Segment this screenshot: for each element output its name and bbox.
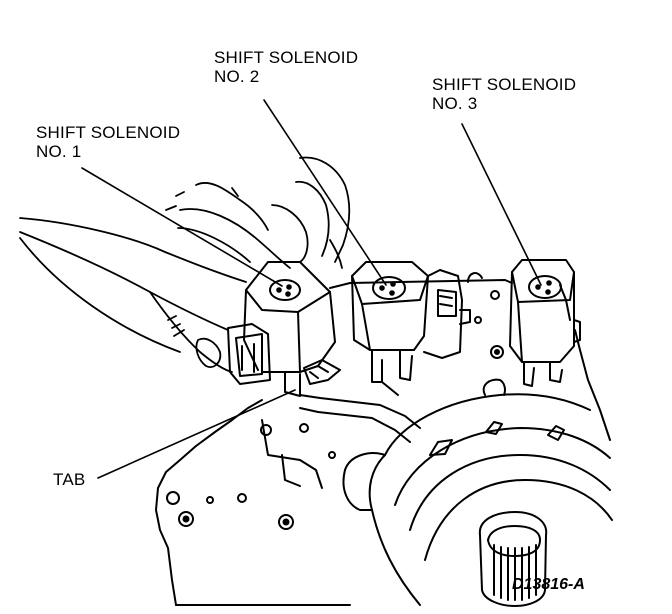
leader-solenoid-2 <box>263 99 387 286</box>
label-line: SHIFT SOLENOID <box>432 75 577 94</box>
label-shift-solenoid-2: SHIFT SOLENOID NO. 2 <box>214 48 358 86</box>
label-line: NO. 3 <box>432 94 478 113</box>
shift-solenoid-3 <box>509 259 581 387</box>
label-line: NO. 2 <box>214 67 260 86</box>
label-tab: TAB <box>53 470 86 489</box>
leader-solenoid-1 <box>81 167 283 287</box>
leader-lines <box>81 99 542 479</box>
figure-code: D13816-A <box>512 576 585 593</box>
label-shift-solenoid-1: SHIFT SOLENOID NO. 1 <box>36 123 180 161</box>
label-line: SHIFT SOLENOID <box>214 48 359 67</box>
label-shift-solenoid-3: SHIFT SOLENOID NO. 3 <box>432 75 576 113</box>
bolt-holes <box>166 290 504 530</box>
label-line: SHIFT SOLENOID <box>36 123 181 142</box>
gear-housing <box>342 378 613 607</box>
valve-body-plate <box>155 272 611 606</box>
shift-solenoid-1 <box>227 261 341 397</box>
label-line: NO. 1 <box>36 142 82 161</box>
leader-tab <box>97 389 296 479</box>
hand-illustration <box>19 156 351 373</box>
shift-solenoid-2 <box>351 261 471 396</box>
leader-solenoid-3 <box>461 123 542 286</box>
